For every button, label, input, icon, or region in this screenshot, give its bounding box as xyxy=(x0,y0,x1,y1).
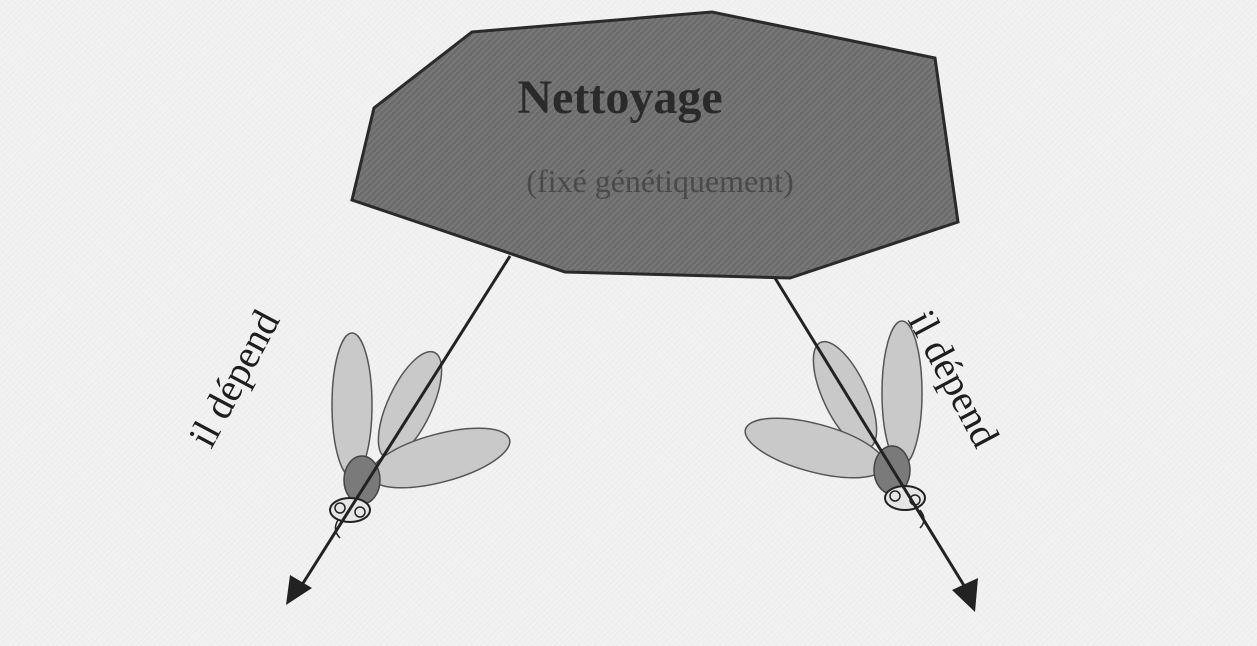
box-subtitle: (fixé génétiquement) xyxy=(470,163,850,200)
nettoyage-box xyxy=(352,12,958,278)
box-title: Nettoyage xyxy=(460,70,780,125)
fly-icon xyxy=(330,333,516,538)
fly-icon xyxy=(739,321,925,528)
